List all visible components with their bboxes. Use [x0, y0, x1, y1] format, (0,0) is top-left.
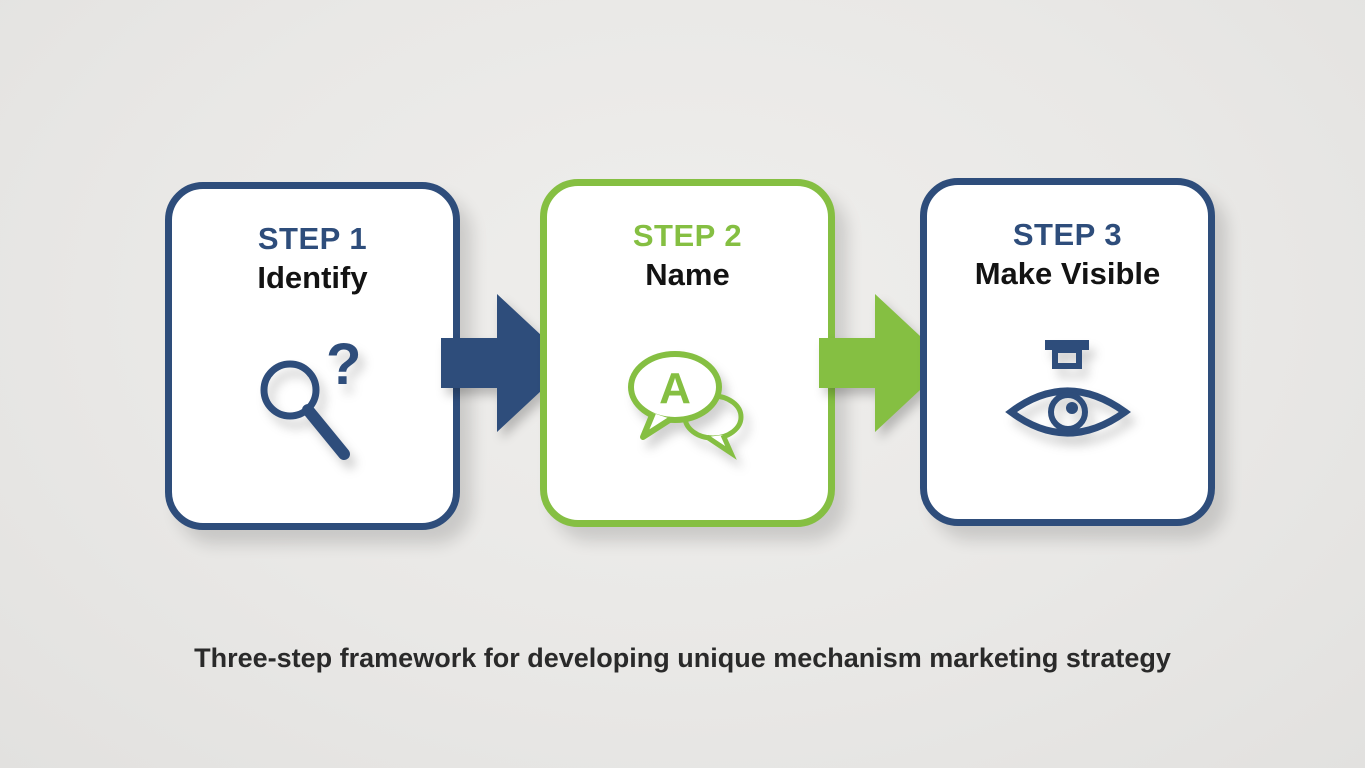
svg-text:A: A	[659, 364, 691, 413]
step-1-label: STEP 1	[257, 221, 368, 256]
step-2-label: STEP 2	[632, 218, 743, 253]
step-1-title: Identify	[257, 259, 368, 295]
step-card-1: STEP 1 Identify ?	[165, 182, 460, 530]
eye-projector-icon	[1003, 338, 1133, 463]
step-3-title: Make Visible	[974, 255, 1161, 291]
diagram-caption: Three-step framework for developing uniq…	[194, 643, 1171, 673]
step-2-title: Name	[645, 256, 730, 292]
step-card-2: STEP 2 Name A	[540, 179, 835, 527]
arrow-right-green	[819, 288, 952, 438]
step-card-3: STEP 3 Make Visible	[920, 178, 1215, 526]
speech-bubbles-icon: A	[613, 339, 763, 474]
arrow-right-blue	[441, 288, 574, 438]
svg-text:?: ?	[326, 342, 361, 397]
magnifier-question-icon: ?	[248, 332, 378, 487]
step-3-label: STEP 3	[1012, 217, 1123, 252]
